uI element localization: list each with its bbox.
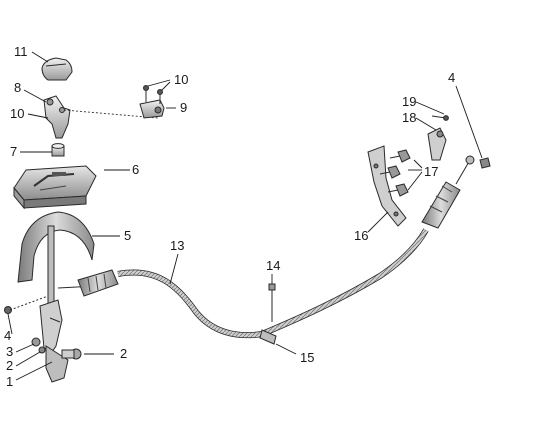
- callout-8: 8: [14, 80, 21, 95]
- shift-knob-cap-part: [41, 57, 73, 81]
- callout-14: 14: [266, 258, 280, 273]
- callout-11: 11: [14, 44, 28, 59]
- callout-6: 6: [132, 162, 139, 177]
- callout-10-right: 10: [174, 72, 188, 87]
- callout-7: 7: [10, 144, 17, 159]
- callout-19: 19: [402, 94, 416, 109]
- callout-18: 18: [402, 110, 416, 125]
- bushing-part: [51, 143, 65, 157]
- shift-lever-assembly: [4, 225, 82, 383]
- callout-10-left: 10: [10, 106, 24, 121]
- callout-5: 5: [124, 228, 131, 243]
- detent-bracket-part: [139, 85, 165, 119]
- bolts-17-part: [379, 149, 411, 197]
- callout-16: 16: [354, 228, 368, 243]
- callout-4-right: 4: [448, 70, 455, 85]
- callout-13: 13: [170, 238, 184, 253]
- boot-cover-part: [17, 211, 95, 283]
- leader-lines: [7, 51, 483, 381]
- callout-17: 17: [424, 164, 438, 179]
- callout-labels: 11 8 10 7 6 5 10 9 13 14 15 16 17 18 19 …: [4, 44, 455, 389]
- gate-bracket-part: [43, 95, 71, 139]
- callout-1: 1: [6, 374, 13, 389]
- callout-2-right: 2: [120, 346, 127, 361]
- shift-cable-part: [57, 155, 475, 339]
- shift-bezel-part: [13, 165, 97, 210]
- callout-9: 9: [180, 100, 187, 115]
- cable-clip-part: [259, 329, 277, 345]
- shift-lever-arm-part: [427, 115, 449, 161]
- callout-2-left: 2: [6, 358, 13, 373]
- callout-3: 3: [6, 344, 13, 359]
- nut-right-part: [479, 157, 491, 169]
- callout-15: 15: [300, 350, 314, 365]
- transmission-bracket-part: [367, 145, 407, 227]
- bolt-14-part: [268, 283, 276, 322]
- callout-4-left: 4: [4, 328, 11, 343]
